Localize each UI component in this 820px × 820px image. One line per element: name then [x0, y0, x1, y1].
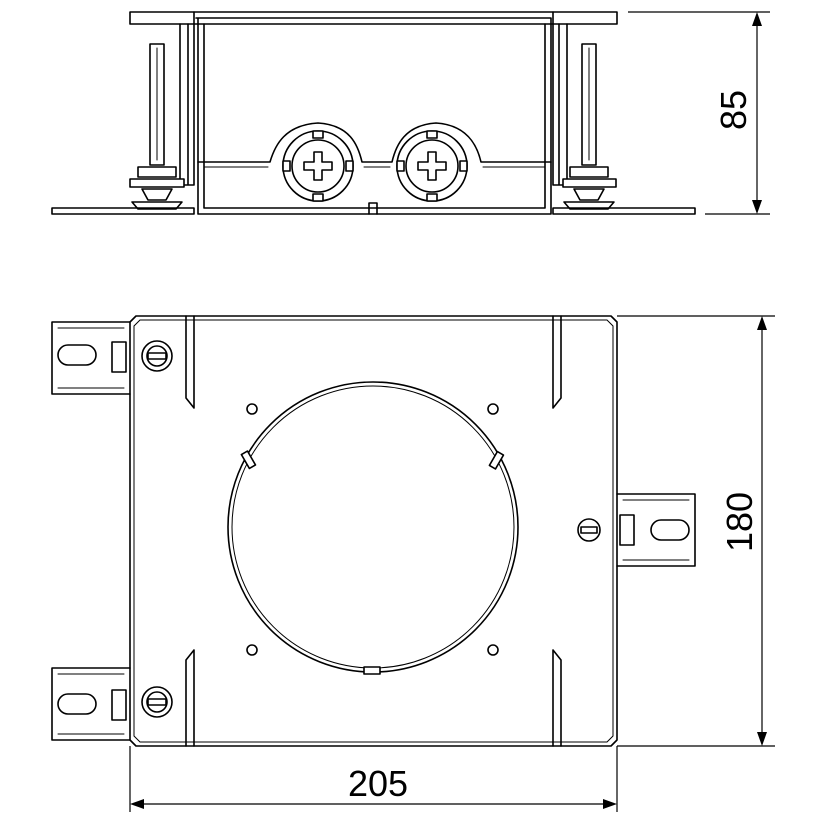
slot-screw-icon	[147, 352, 167, 360]
plan-screw-top-left	[141, 340, 173, 372]
plan-central-cover	[227, 381, 519, 673]
plan-mount-hole	[487, 403, 499, 415]
side-left-lip	[179, 11, 195, 186]
side-box-body	[195, 17, 552, 215]
plan-cover-clip	[240, 450, 257, 470]
plan-mount-hole	[246, 644, 258, 656]
dimension-depth: 180	[617, 315, 775, 747]
plan-main-plate	[129, 315, 618, 747]
side-leveling-bolt-left	[129, 43, 185, 210]
side-bottom-slot	[368, 202, 378, 215]
plan-view	[51, 315, 696, 747]
dimension-width: 205	[129, 746, 618, 812]
side-right-lip	[552, 11, 568, 186]
plan-central-cover-inner	[231, 385, 515, 669]
plan-mount-hole	[246, 403, 258, 415]
plan-lip-left-top	[185, 315, 195, 409]
plan-screw-right	[577, 518, 601, 542]
side-base-plate-right	[552, 207, 696, 215]
plan-tab-bottom-left	[51, 667, 131, 741]
side-box-profile	[197, 122, 552, 163]
plan-cover-clip	[488, 450, 505, 470]
plan-cover-clip	[363, 666, 381, 675]
dimension-width-label: 205	[348, 763, 408, 804]
plan-lip-right-top	[552, 315, 562, 409]
plan-tab-right	[616, 493, 696, 567]
slot-screw-icon	[147, 698, 167, 706]
side-top-flange	[129, 11, 618, 25]
side-screw-cross-icon	[303, 151, 333, 181]
side-base-plate-left	[51, 207, 195, 215]
side-knockout-left	[282, 130, 354, 202]
plan-mount-hole	[487, 644, 499, 656]
dimension-height: 85	[628, 11, 770, 215]
side-view	[51, 11, 696, 215]
plan-tab-top-left	[51, 321, 131, 395]
slot-screw-icon	[580, 526, 598, 534]
plan-screw-bottom-left	[141, 686, 173, 718]
side-screw-cross-icon	[417, 151, 447, 181]
plan-lip-right-bottom	[552, 649, 562, 747]
dimension-height-label: 85	[713, 90, 754, 130]
dimension-depth-label: 180	[719, 492, 760, 552]
side-leveling-bolt-right	[562, 43, 617, 210]
side-knockout-right	[396, 130, 468, 202]
plan-lip-left-bottom	[185, 649, 195, 747]
plan-main-plate-inner	[133, 319, 614, 743]
